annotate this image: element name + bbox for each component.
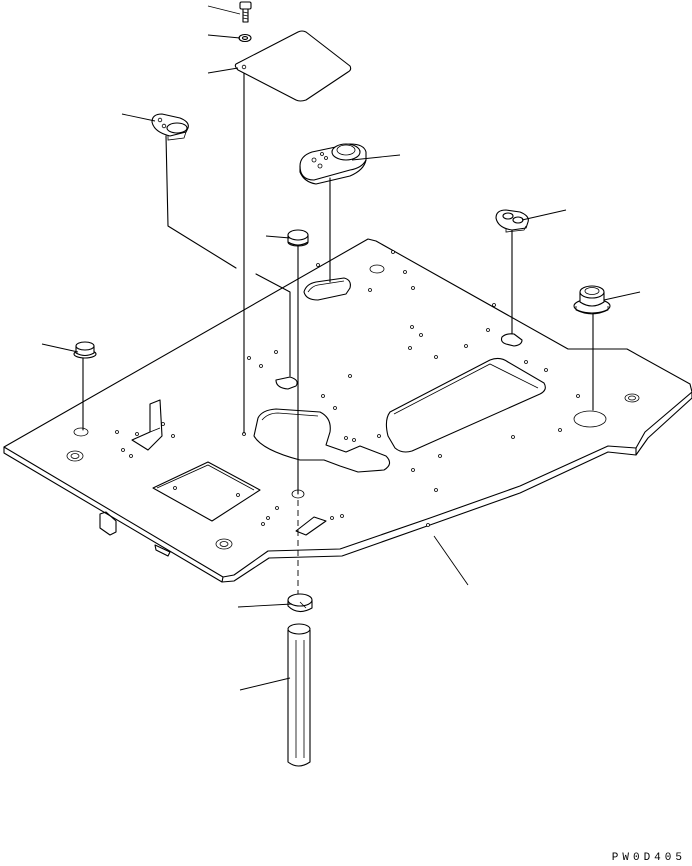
pipe — [287, 623, 311, 767]
mounting-holes — [115, 250, 580, 527]
seal-plate-center — [299, 143, 367, 185]
grommet-left — [151, 113, 189, 141]
grommet-far-left — [73, 341, 97, 359]
collar — [287, 593, 313, 613]
cap-right — [573, 285, 611, 315]
grommet-right — [495, 209, 529, 233]
cover-plate — [234, 30, 352, 102]
drawing-code: PW0D405 — [611, 852, 686, 864]
washer — [238, 33, 252, 43]
floor-plate — [3, 238, 692, 583]
bolt — [239, 1, 252, 23]
plug-center — [287, 229, 309, 247]
leader-lines — [41, 5, 641, 691]
center-lines — [82, 71, 594, 600]
